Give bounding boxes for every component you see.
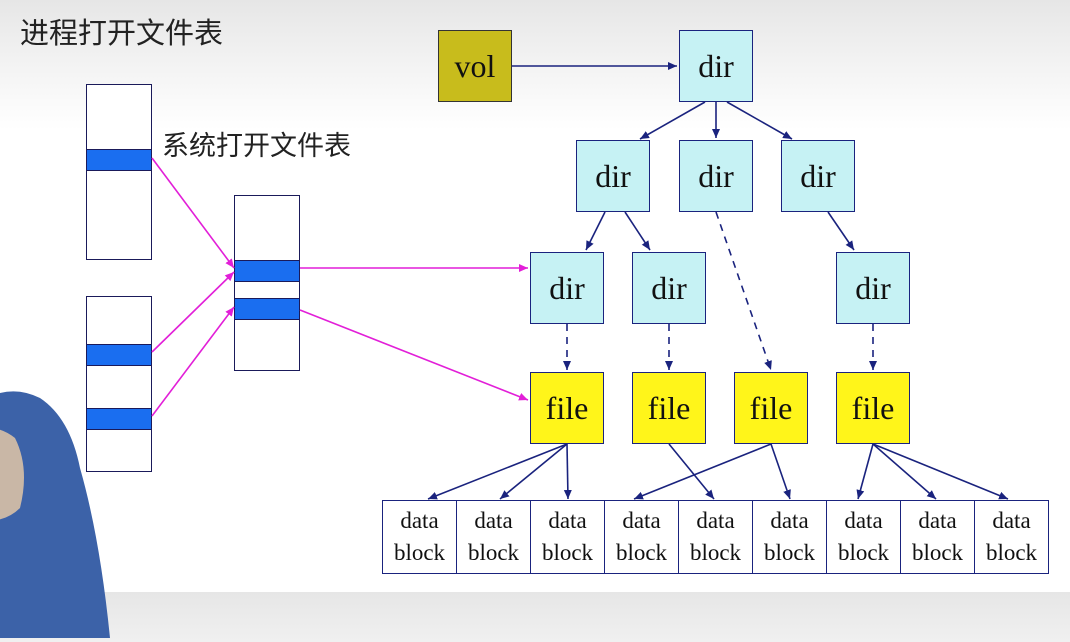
tree-arrow bbox=[726, 101, 793, 140]
data-block-label-data: data bbox=[400, 508, 439, 533]
data-block-label-block: block bbox=[837, 540, 890, 565]
dir-level2-c: dir bbox=[781, 140, 855, 212]
data-block-label-data: data bbox=[622, 508, 661, 533]
data-block-label-block: block bbox=[985, 540, 1038, 565]
data-block-label-data: data bbox=[696, 508, 735, 533]
process-open-file-table-1 bbox=[86, 84, 152, 260]
tree-arrow bbox=[427, 443, 568, 500]
page-title: 进程打开文件表 bbox=[20, 16, 224, 50]
tree-arrow bbox=[668, 443, 715, 500]
tree-arrow bbox=[563, 443, 572, 500]
data-block-3: data block bbox=[530, 500, 605, 574]
data-block-5: data block bbox=[678, 500, 753, 574]
data-block-label-data: data bbox=[992, 508, 1031, 533]
pointer-arrow bbox=[151, 157, 235, 269]
process-table-2-entry-2 bbox=[87, 408, 151, 430]
pointer-arrow bbox=[299, 309, 529, 401]
data-block-label-block: block bbox=[911, 540, 964, 565]
file-node-2: file bbox=[632, 372, 706, 444]
data-block-label-block: block bbox=[467, 540, 520, 565]
dir-level3-a: dir bbox=[530, 252, 604, 324]
process-table-1-entry bbox=[87, 149, 151, 171]
data-block-label-block: block bbox=[393, 540, 446, 565]
data-block-label-data: data bbox=[844, 508, 883, 533]
dir-level2-a: dir bbox=[576, 140, 650, 212]
file-node-1: file bbox=[530, 372, 604, 444]
process-table-2-entry-1 bbox=[87, 344, 151, 366]
process-open-file-table-2 bbox=[86, 296, 152, 472]
data-block-label-block: block bbox=[615, 540, 668, 565]
file-node-4: file bbox=[836, 372, 910, 444]
dir-level3-b: dir bbox=[632, 252, 706, 324]
pointer-arrow bbox=[151, 271, 235, 353]
data-block-label-block: block bbox=[541, 540, 594, 565]
dir-root: dir bbox=[679, 30, 753, 102]
system-table-entry-2 bbox=[235, 298, 299, 320]
dashed-tree-arrow bbox=[715, 211, 772, 371]
tree-arrow bbox=[856, 443, 874, 500]
data-block-9: data block bbox=[974, 500, 1049, 574]
tree-arrow bbox=[633, 443, 772, 500]
data-block-label-block: block bbox=[689, 540, 742, 565]
data-block-label-block: block bbox=[763, 540, 816, 565]
system-open-file-table bbox=[234, 195, 300, 371]
diagram-connectors bbox=[151, 62, 1009, 500]
dir-level3-c: dir bbox=[836, 252, 910, 324]
data-block-label-data: data bbox=[548, 508, 587, 533]
presenter-silhouette bbox=[0, 378, 130, 638]
data-block-2: data block bbox=[456, 500, 531, 574]
tree-arrow bbox=[770, 443, 791, 500]
data-block-4: data block bbox=[604, 500, 679, 574]
system-open-file-table-label: 系统打开文件表 bbox=[162, 131, 351, 162]
data-block-label-data: data bbox=[918, 508, 957, 533]
data-block-7: data block bbox=[826, 500, 901, 574]
pointer-arrow bbox=[151, 306, 235, 417]
data-block-label-data: data bbox=[474, 508, 513, 533]
data-block-1: data block bbox=[382, 500, 457, 574]
system-table-entry-1 bbox=[235, 260, 299, 282]
vol-node: vol bbox=[438, 30, 512, 102]
tree-arrow bbox=[624, 211, 651, 251]
tree-arrow bbox=[872, 443, 1009, 500]
tree-arrow bbox=[827, 211, 855, 251]
tree-arrow bbox=[585, 211, 606, 251]
file-node-3: file bbox=[734, 372, 808, 444]
data-block-label-data: data bbox=[770, 508, 809, 533]
dir-level2-b: dir bbox=[679, 140, 753, 212]
tree-arrow bbox=[639, 101, 706, 140]
tree-arrow bbox=[499, 443, 568, 500]
data-block-6: data block bbox=[752, 500, 827, 574]
tree-arrow bbox=[872, 443, 937, 500]
